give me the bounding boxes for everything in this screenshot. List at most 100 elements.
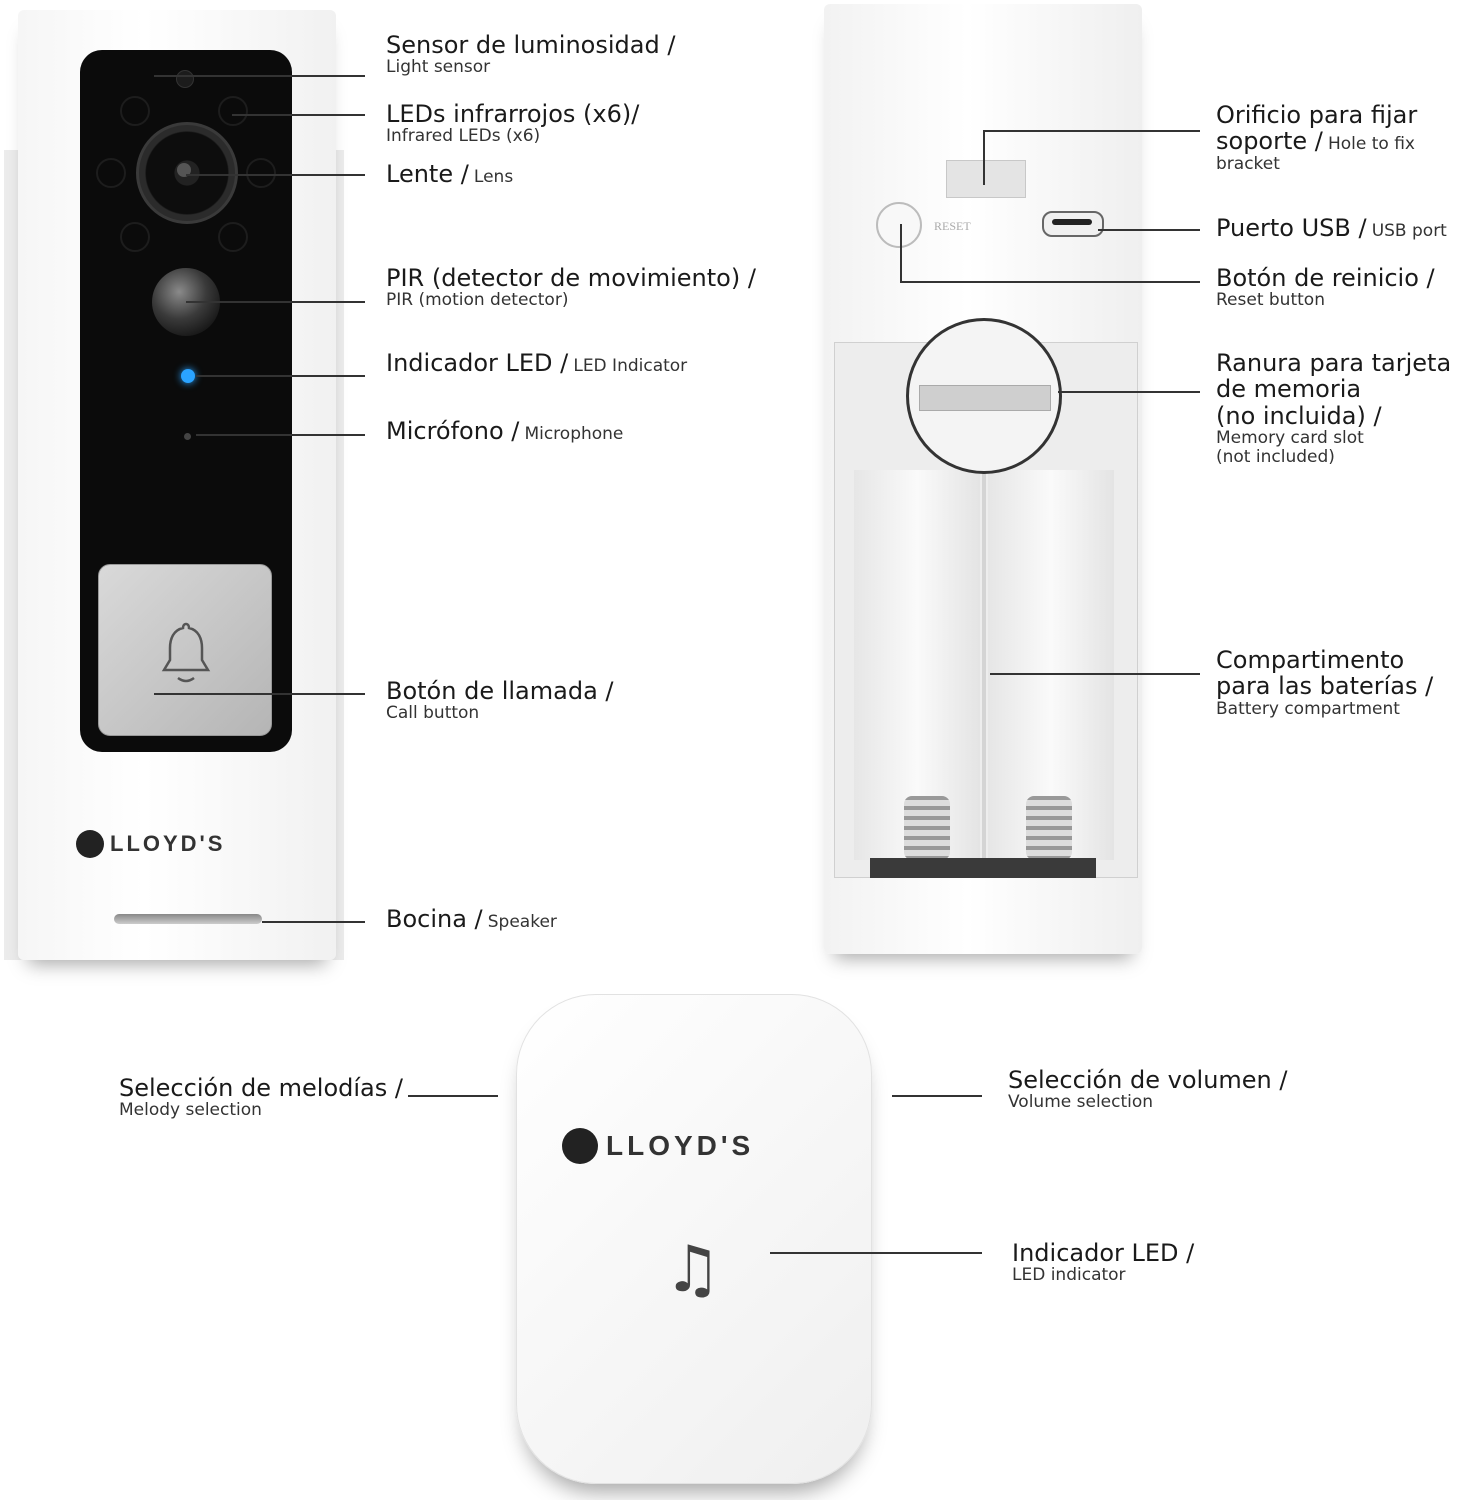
infrared-led bbox=[120, 96, 150, 126]
battery-slot-left bbox=[854, 470, 980, 860]
usb-port-inner bbox=[1052, 219, 1092, 225]
label-chime-led-en: LED indicator bbox=[1012, 1265, 1126, 1286]
label-volume-en: Volume selection bbox=[1008, 1092, 1154, 1113]
wifi-logo-icon bbox=[562, 1128, 598, 1164]
leader-led-indicator bbox=[196, 375, 365, 377]
memory-card-slot bbox=[919, 385, 1051, 411]
label-pir-en: PIR (motion detector) bbox=[386, 290, 569, 311]
battery-slot-right bbox=[988, 470, 1114, 860]
leader-lens bbox=[186, 174, 365, 176]
label-bracket-hole: Orificio para fijar soporte / Hole to fi… bbox=[1216, 102, 1417, 173]
infrared-led bbox=[120, 222, 150, 252]
microphone-hole bbox=[184, 433, 191, 440]
label-melody: Selección de melodías / Melody selection bbox=[119, 1075, 403, 1120]
spring-contact bbox=[904, 796, 950, 860]
wifi-logo-icon bbox=[76, 830, 104, 858]
label-memory-slot-es2: de memoria bbox=[1216, 375, 1362, 404]
leader-pir bbox=[186, 301, 365, 303]
label-call-button: Botón de llamada / Call button bbox=[386, 678, 614, 723]
label-lens-es: Lente / bbox=[386, 160, 469, 188]
label-memory-slot-en1: Memory card slot bbox=[1216, 428, 1364, 449]
label-memory-slot: Ranura para tarjeta de memoria (no inclu… bbox=[1216, 350, 1451, 467]
leader-chime-led bbox=[770, 1252, 982, 1254]
infrared-led bbox=[96, 158, 126, 188]
doorbell-front: LLOYD'S bbox=[0, 0, 380, 980]
label-infrared-leds-es: LEDs infrarrojos (x6)/ bbox=[386, 100, 640, 128]
label-lens: Lente / Lens bbox=[386, 161, 513, 187]
chime-logo: LLOYD'S bbox=[562, 1128, 754, 1164]
label-reset-button: Botón de reinicio / Reset button bbox=[1216, 265, 1435, 310]
label-lens-en: Lens bbox=[473, 167, 514, 187]
memory-card-slot-magnifier bbox=[906, 318, 1062, 474]
infrared-led bbox=[246, 158, 276, 188]
label-speaker-en: Speaker bbox=[487, 912, 557, 932]
label-pir: PIR (detector de movimiento) / PIR (moti… bbox=[386, 265, 756, 310]
battery-base bbox=[870, 858, 1096, 878]
label-battery: Compartimento para las baterías / Batter… bbox=[1216, 647, 1433, 718]
label-chime-led-es: Indicador LED / bbox=[1012, 1239, 1195, 1267]
leader-call-button bbox=[154, 693, 365, 695]
label-reset-button-es: Botón de reinicio / bbox=[1216, 264, 1435, 292]
label-speaker-es: Bocina / bbox=[386, 905, 483, 933]
reset-button[interactable] bbox=[876, 202, 922, 248]
label-bracket-hole-es2: soporte / bbox=[1216, 127, 1323, 156]
label-memory-slot-es3: (no incluida) / bbox=[1216, 401, 1382, 430]
led-indicator bbox=[181, 369, 195, 383]
label-led-indicator: Indicador LED / LED Indicator bbox=[386, 350, 687, 376]
leader-bracket-hole-vertical bbox=[983, 130, 985, 185]
bracket-hole bbox=[946, 160, 1026, 198]
label-led-indicator-es: Indicador LED / bbox=[386, 349, 569, 377]
leader-reset-button bbox=[900, 281, 1200, 283]
label-light-sensor-en: Light sensor bbox=[386, 57, 491, 78]
label-volume: Selección de volumen / Volume selection bbox=[1008, 1067, 1287, 1112]
label-call-button-en: Call button bbox=[386, 703, 480, 724]
label-usb-port-es: Puerto USB / bbox=[1216, 214, 1367, 242]
leader-melody bbox=[408, 1095, 498, 1097]
chime-receiver bbox=[516, 994, 872, 1484]
reset-text: RESET bbox=[934, 219, 971, 233]
label-light-sensor-es: Sensor de luminosidad / bbox=[386, 31, 676, 59]
label-battery-es1: Compartimento bbox=[1216, 646, 1405, 674]
light-sensor bbox=[176, 70, 194, 88]
label-melody-en: Melody selection bbox=[119, 1100, 262, 1121]
label-infrared-leds-en: Infrared LEDs (x6) bbox=[386, 126, 541, 147]
call-button[interactable] bbox=[98, 564, 272, 736]
label-bracket-hole-en1: Hole to fix bbox=[1327, 134, 1415, 155]
label-microphone: Micrófono / Microphone bbox=[386, 418, 623, 444]
leader-infrared-leds bbox=[232, 114, 365, 116]
label-microphone-es: Micrófono / bbox=[386, 417, 520, 445]
label-speaker: Bocina / Speaker bbox=[386, 906, 557, 932]
label-bracket-hole-en2: bracket bbox=[1216, 153, 1280, 174]
label-led-indicator-en: LED Indicator bbox=[573, 356, 688, 376]
leader-microphone bbox=[196, 434, 365, 436]
label-usb-port: Puerto USB / USB port bbox=[1216, 215, 1447, 241]
label-volume-es: Selección de volumen / bbox=[1008, 1066, 1288, 1094]
battery-divider bbox=[982, 470, 986, 860]
label-call-button-es: Botón de llamada / bbox=[386, 677, 614, 705]
bell-icon bbox=[161, 622, 211, 683]
label-reset-button-en: Reset button bbox=[1216, 290, 1325, 311]
label-battery-en: Battery compartment bbox=[1216, 698, 1400, 719]
label-light-sensor: Sensor de luminosidad / Light sensor bbox=[386, 32, 675, 77]
infrared-led bbox=[218, 96, 248, 126]
label-memory-slot-es1: Ranura para tarjeta bbox=[1216, 349, 1452, 377]
lens-center bbox=[177, 163, 191, 177]
leader-volume bbox=[892, 1095, 982, 1097]
spring-contact bbox=[1026, 796, 1072, 860]
leader-usb-port bbox=[1098, 229, 1200, 231]
doorbell-back: RESET bbox=[820, 0, 1150, 970]
label-bracket-hole-es1: Orificio para fijar bbox=[1216, 101, 1418, 129]
camera-lens bbox=[136, 122, 238, 224]
infrared-led bbox=[218, 222, 248, 252]
music-note-icon: ♫ bbox=[664, 1233, 722, 1307]
label-pir-es: PIR (detector de movimiento) / bbox=[386, 264, 756, 292]
leader-battery bbox=[990, 673, 1200, 675]
leader-speaker bbox=[262, 921, 365, 923]
leader-reset-vertical bbox=[900, 224, 902, 282]
speaker-grille bbox=[114, 914, 262, 924]
label-microphone-en: Microphone bbox=[524, 424, 624, 444]
label-usb-port-en: USB port bbox=[1371, 221, 1447, 241]
label-melody-es: Selección de melodías / bbox=[119, 1074, 403, 1102]
label-infrared-leds: LEDs infrarrojos (x6)/ Infrared LEDs (x6… bbox=[386, 101, 639, 146]
brand-logo: LLOYD'S bbox=[76, 830, 225, 858]
